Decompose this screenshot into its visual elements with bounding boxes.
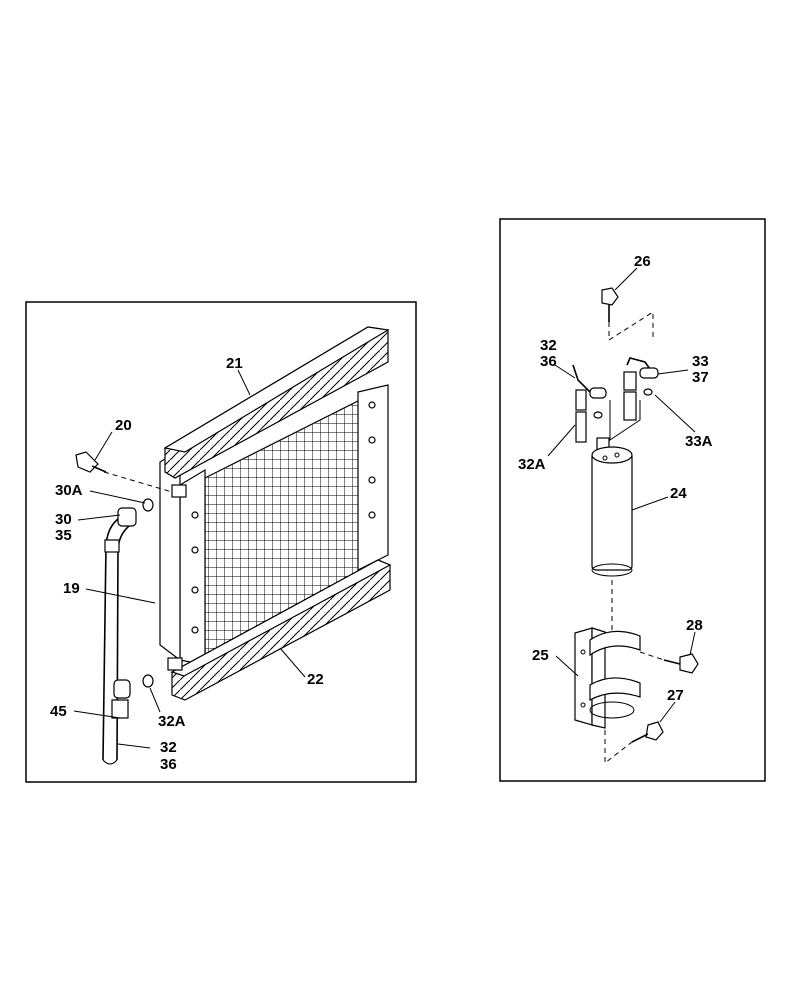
callout-30: 30 <box>55 511 72 528</box>
bolt-27 <box>631 721 664 743</box>
callout-19: 19 <box>63 580 80 597</box>
clamp-bracket <box>574 627 641 729</box>
callout-24: 24 <box>670 485 687 502</box>
top-seal <box>163 326 390 479</box>
bolt-26 <box>601 287 619 322</box>
right-plate-bolts <box>368 401 376 519</box>
left-plate-bolts <box>191 511 199 634</box>
lower-port-fitting <box>167 657 183 671</box>
callout-35: 35 <box>55 527 72 544</box>
receiver-drier-panel: 26 32 36 33 37 33A 32A 24 28 25 27 <box>499 218 766 782</box>
callout-28: 28 <box>686 617 703 634</box>
outlet-pipe <box>623 357 659 421</box>
callout-33a: 33A <box>685 433 713 450</box>
bolt-28 <box>663 653 699 674</box>
receiver-drier <box>591 437 633 577</box>
bolt-20 <box>75 451 107 473</box>
left-side-plate <box>179 468 206 666</box>
callout-21: 21 <box>226 355 243 372</box>
condenser-panel: 21 20 30A 30 35 19 22 45 32A 32 36 <box>25 301 417 783</box>
bolt-27-guide <box>604 730 633 765</box>
hose-19 <box>102 507 137 765</box>
callout-25: 25 <box>532 647 549 664</box>
callout-32a: 32A <box>518 456 546 473</box>
left-leader-lines <box>73 369 306 749</box>
callout-32: 32 <box>540 337 557 354</box>
callout-26: 26 <box>634 253 651 270</box>
callout-30a: 30A <box>55 482 83 499</box>
callout-45: 45 <box>50 703 67 720</box>
right-leader-lines <box>547 267 696 723</box>
bolt-28-guide <box>639 651 665 661</box>
left-panel-frame <box>25 301 417 783</box>
upper-port-fitting <box>171 484 187 498</box>
bolt-20-guide <box>103 471 173 493</box>
callout-20: 20 <box>115 417 132 434</box>
callout-33: 33 <box>692 353 709 370</box>
callout-22: 22 <box>307 671 324 688</box>
bolt-26-guide <box>608 311 654 341</box>
upper-o-ring <box>142 498 154 512</box>
right-panel-frame <box>499 218 766 782</box>
callout-27: 27 <box>667 687 684 704</box>
callout-32: 32 <box>160 739 177 756</box>
callout-36: 36 <box>160 756 177 773</box>
callout-37: 37 <box>692 369 709 386</box>
lower-o-ring <box>142 674 154 688</box>
bottom-seal <box>170 559 392 701</box>
rear-frame-plate <box>159 448 181 662</box>
callout-32a: 32A <box>158 713 186 730</box>
drier-head-bracket <box>609 400 641 441</box>
inlet-pipe <box>572 364 607 443</box>
callout-36: 36 <box>540 353 557 370</box>
